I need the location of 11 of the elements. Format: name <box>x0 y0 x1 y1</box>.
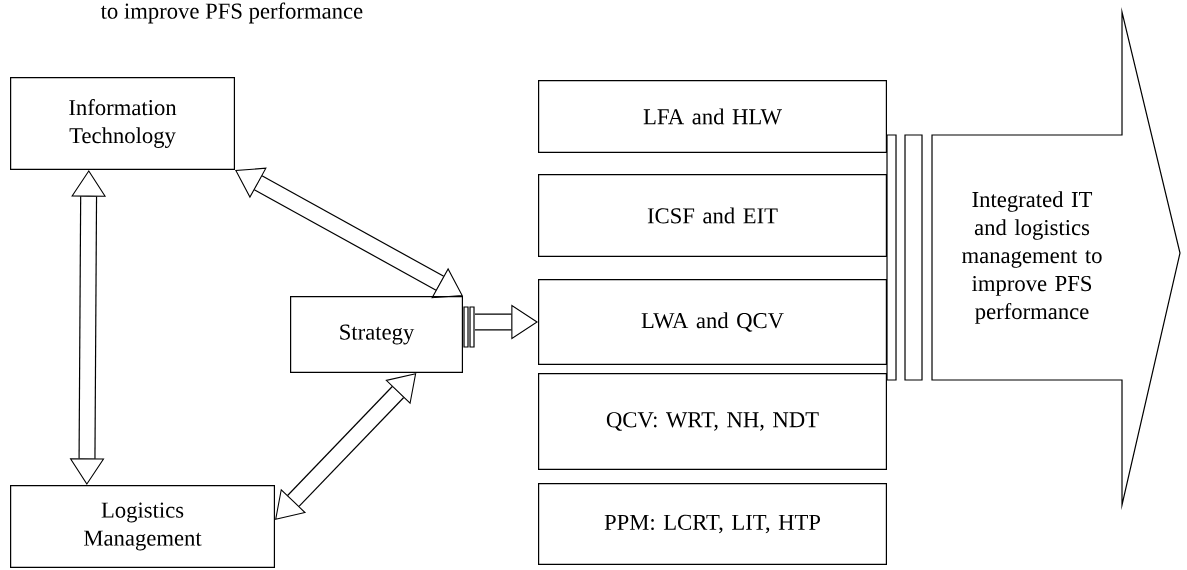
text-box: PPM: LCRT, LIT, HTP <box>538 483 887 565</box>
block-arrow <box>275 373 417 520</box>
block-arrow <box>235 167 463 299</box>
text-box: LFA and HLW <box>538 80 887 153</box>
process-box: Logistics Management <box>10 485 275 568</box>
process-box: Strategy <box>290 296 463 373</box>
text-box: ICSF and EIT <box>538 174 887 257</box>
text-box: LWA and QCV <box>538 279 887 365</box>
text-box: QCV: WRT, NH, NDT <box>538 373 887 470</box>
process-box: Information Technology <box>10 77 235 170</box>
caption-text: to improve PFS performance <box>100 2 363 24</box>
